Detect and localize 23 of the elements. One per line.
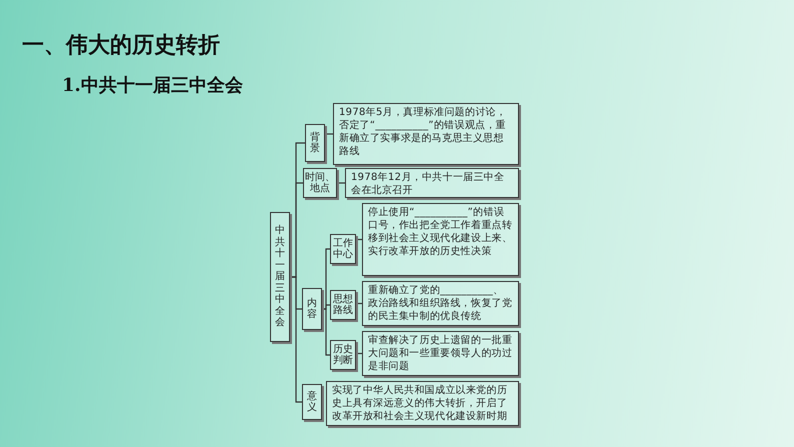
content-box: 停止使用“__________”的错误口号，作出把全党工作着重点转移到社会主义现代化建设上来、实行改革开放的历史性决策 (362, 203, 519, 276)
connector-line (356, 302, 362, 304)
category-box: 背景 (305, 124, 325, 162)
subheading: 1.中共十一届三中全会 (62, 74, 243, 97)
category-box: 历史判断 (330, 340, 356, 370)
category-box: 工作中心 (330, 234, 356, 264)
content-box: 实现了中华人民共和国成立以来党的历史上具有深远意义的伟大转折，开启了改革开放和社会主义现代化建设新时期 (326, 381, 519, 426)
content-box: 重新确立了党的__________、政治路线和组织路线，恢复了党的民主集中制的优良传统 (362, 281, 519, 326)
category-box: 内容 (302, 288, 322, 330)
connector-line (356, 352, 362, 354)
connector-line (337, 182, 345, 184)
connector-line (322, 308, 330, 356)
content-box: 1978年12月，中共十一届三中全会在北京召开 (345, 168, 519, 198)
heading: 一、伟大的历史转折 (22, 32, 220, 60)
category-box: 中共十一届三中全会 (270, 212, 290, 342)
content-box: 审查解决了历史上遗留的一批重大问题和一些重要领导人的功过是非问题 (362, 331, 519, 376)
content-box: 1978年5月，真理标准问题的讨论，否定了“__________”的错误观点，重新确立了实事求是的马克思主义思想路线 (333, 103, 519, 165)
category-box: 时间、地点 (303, 168, 337, 198)
connector-line (290, 276, 302, 403)
connector-line (356, 238, 362, 240)
category-box: 思想路线 (330, 290, 356, 320)
category-box: 意义 (302, 384, 322, 420)
connector-line (325, 133, 333, 135)
